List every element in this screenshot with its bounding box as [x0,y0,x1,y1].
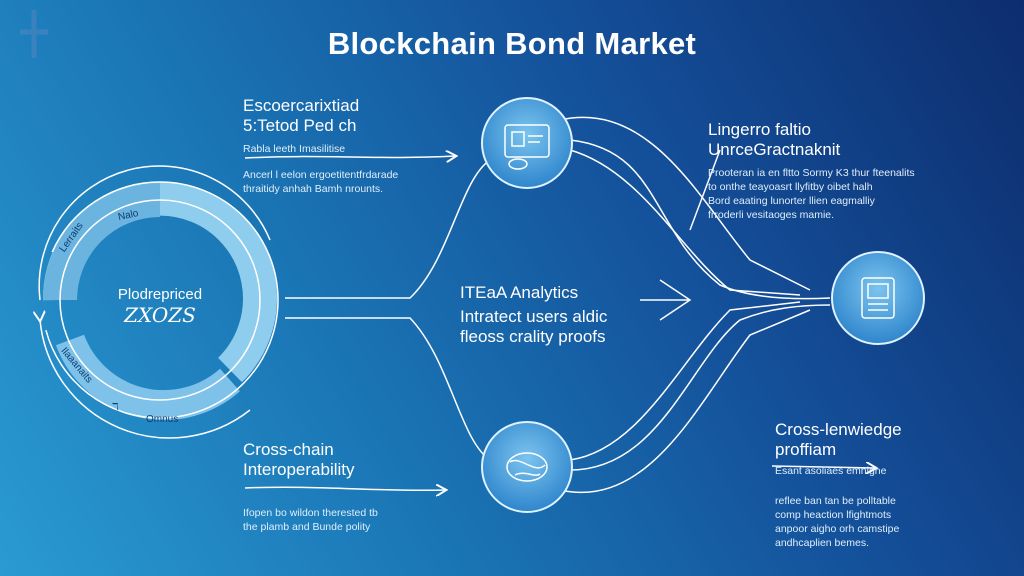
node-coin [481,421,573,513]
bond-ring [39,165,279,439]
body: Ancerl l eelon ergoetitentfrdarade [243,169,399,181]
node-document [481,97,573,189]
heading: proffiam [775,440,837,459]
body: thraitidy anhah Bamh nrounts. [243,183,384,195]
body: Ifopen bo wildon therested tb [243,507,378,519]
page-title: Blockchain Bond Market [327,26,697,61]
body: comp heaction lfightmots [775,509,892,521]
top-right-block: Lingerro faltio UnrceGractnaknit Prooter… [708,120,915,222]
ring-value: ZXOZS [124,303,196,327]
heading: Cross-chain [243,440,334,459]
body: Prooteran ia en fltto Sormy K3 thur ftee… [708,167,915,179]
body: andhcaplien bemes. [775,537,869,549]
heading: UnrceGractnaknit [708,140,841,159]
coin-globe-icon [506,452,548,482]
heading: Interoperability [243,460,355,479]
top-left-block: Escoercarixtiad 5:Tetod Ped ch Rabla lee… [243,96,398,196]
heading: 5:Tetod Ped ch [243,116,357,135]
body: Intratect users aldic [460,307,608,326]
cross-decoration-icon [20,10,48,58]
ring-segment: ℸ [112,402,119,413]
heading: Escoercarixtiad [243,96,360,115]
heading: ITEaA Analytics [460,283,579,302]
document-card-icon [504,124,550,170]
heading: Cross-lenwiedge [775,420,902,439]
atm-terminal-icon [861,277,895,319]
body: the plamb and Bunde polity [243,521,371,533]
bottom-left-block: Cross-chain Interoperability Ifopen bo w… [243,440,378,534]
ring-label: Plodrepriced [117,286,203,303]
ring-center: Plodrepriced ZXOZS [90,286,230,327]
bottom-right-block: Cross-lenwiedge proffiam Esant asoliaes … [775,420,902,550]
body: fleoss crality proofs [460,327,606,346]
caption: Rabla leeth Imasilitise [243,143,346,155]
body: reflee ban tan be polltable [775,495,896,507]
body: anpoor aigho orh camstipe [775,523,900,535]
caption: Esant asoliaes emnighe [775,465,887,477]
body: frroderli vesitaoges mamie. [708,209,835,221]
body: Bord eaating lunorter llien eagmalliy [708,195,875,207]
body: to onthe teayoasrt llyfitby oibet halh [708,181,873,193]
ring-segment: Omnus [146,414,179,425]
center-block: ITEaA Analytics Intratect users aldic fl… [460,283,607,347]
heading: Lingerro faltio [708,120,812,139]
